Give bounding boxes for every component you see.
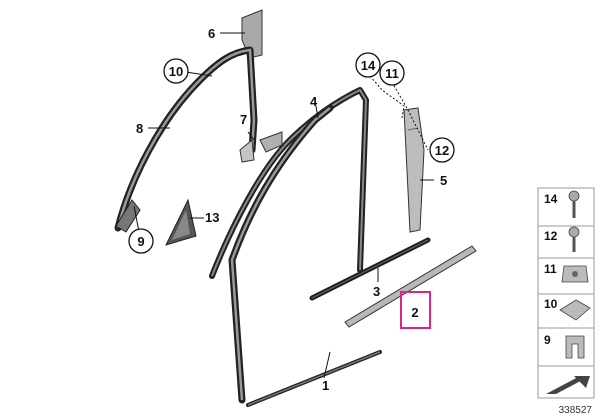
callout-5: 5: [440, 173, 447, 188]
callout-7: 7: [240, 112, 247, 127]
screw-icon: [568, 190, 580, 218]
callout-13: 13: [205, 210, 219, 225]
diagram-number: 338527: [559, 405, 593, 416]
callout-12: 12: [435, 143, 449, 158]
callout-1: 1: [322, 378, 329, 393]
callout-9: 9: [137, 234, 144, 249]
callout-9-circle: [128, 228, 154, 254]
clip-icon: [559, 299, 591, 321]
callout-14: 14: [361, 58, 376, 73]
callout-10: 10: [169, 64, 183, 79]
callout-14-circle: [355, 52, 381, 78]
part-2-window-strip: [344, 245, 477, 328]
clip-nut-icon: [561, 265, 589, 283]
part-7-bracket: [239, 131, 283, 163]
legend-box-12: [537, 225, 595, 259]
callout-11: 11: [385, 66, 399, 81]
callout-2-highlight: [400, 291, 431, 329]
legend-label-12: 12: [544, 229, 558, 243]
part-6-corner-piece: [241, 9, 263, 59]
callout-4: 4: [310, 94, 318, 109]
legend-label-10: 10: [544, 297, 558, 311]
direction-arrow-icon: [546, 376, 590, 394]
part-8-a-pillar-seal: [114, 46, 258, 232]
part-1-lower-seal: [246, 350, 382, 407]
callout-10-circle: [163, 58, 189, 84]
part-13-mirror-triangle: [165, 198, 197, 246]
legend-label-14: 14: [544, 192, 558, 206]
legend-box-14: [537, 187, 595, 227]
callout-6: 6: [208, 26, 215, 41]
legend-label-9: 9: [544, 333, 551, 347]
part-5-b-pillar-trim: [403, 107, 425, 233]
callout-11-circle: [379, 60, 405, 86]
bracket-clip-icon: [565, 335, 585, 359]
callout-8: 8: [136, 121, 143, 136]
part-4-door-frame-seal: [209, 87, 369, 279]
fastener-legend: 14 12 11 10 9: [537, 187, 595, 399]
legend-label-11: 11: [544, 262, 557, 276]
part-outer-door-seal: [228, 104, 334, 404]
part-3-window-seal: [309, 237, 431, 301]
screw-icon: [568, 226, 580, 252]
callout-3: 3: [373, 284, 380, 299]
callout-2: 2: [411, 305, 418, 320]
callouts: 6 10 8 4 7 9 13 14 11 12 5 3 2 1: [128, 26, 455, 393]
callout-12-circle: [429, 137, 455, 163]
